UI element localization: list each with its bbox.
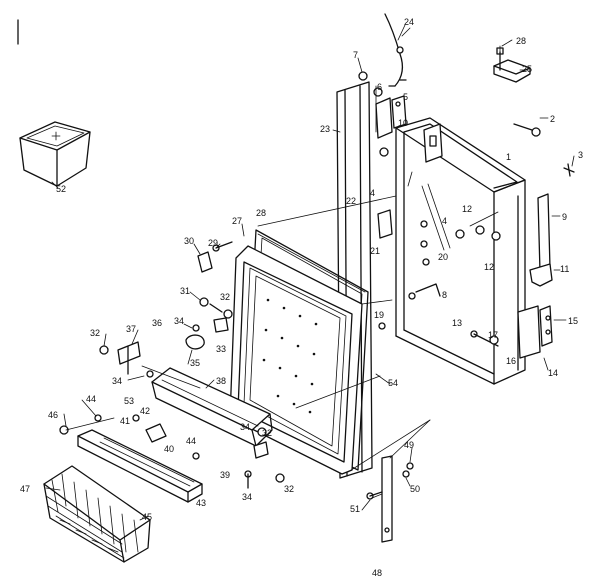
callout-labels: 52 24 7 6 5 28 25 23 10 2 1 3 9 4 4 22 1… <box>20 17 583 578</box>
part-38-door-shelf <box>151 367 273 447</box>
callout-34-door: 34 <box>174 316 184 326</box>
part-52-container <box>19 121 91 187</box>
callout-30: 30 <box>184 236 194 246</box>
callout-51: 51 <box>350 504 360 514</box>
callout-50: 50 <box>410 484 420 494</box>
callout-33: 33 <box>216 344 226 354</box>
callout-11: 11 <box>560 264 569 274</box>
callout-31: 31 <box>180 286 190 296</box>
callout-49: 49 <box>404 440 414 450</box>
callout-44-upper: 44 <box>86 394 96 404</box>
callout-1: 1 <box>506 152 511 162</box>
assembly-lines <box>65 45 501 473</box>
callout-16: 16 <box>506 356 516 366</box>
shelf-hardware <box>94 414 285 489</box>
part-10-latch <box>423 123 443 163</box>
part-47-basket <box>43 465 151 563</box>
callout-32-lower: 32 <box>262 428 272 438</box>
callout-5: 5 <box>403 92 408 102</box>
callout-37: 37 <box>126 324 136 334</box>
callout-9: 9 <box>562 212 567 222</box>
callout-21: 21 <box>370 246 380 256</box>
callout-34-lower: 34 <box>240 422 250 432</box>
callout-25: 25 <box>522 64 532 74</box>
frame-hardware <box>377 147 501 347</box>
callout-32-bottom: 32 <box>284 484 294 494</box>
leader-lines <box>45 24 575 521</box>
part-3-screw <box>563 163 575 177</box>
callout-40: 40 <box>164 444 174 454</box>
callout-10: 10 <box>398 118 408 128</box>
callout-46: 46 <box>48 410 58 420</box>
callout-36: 36 <box>152 318 162 328</box>
callout-42: 42 <box>140 406 150 416</box>
part-9-trim <box>537 193 551 273</box>
callout-6: 6 <box>377 82 382 92</box>
callout-35: 35 <box>190 358 200 368</box>
callout-47: 47 <box>20 484 30 494</box>
callout-28-door: 28 <box>256 208 266 218</box>
part-11-bracket <box>529 263 553 287</box>
callout-45: 45 <box>142 512 152 522</box>
callout-38: 38 <box>216 376 226 386</box>
callout-4-lower: 4 <box>442 216 447 226</box>
callout-3: 3 <box>578 150 583 160</box>
callout-27: 27 <box>232 216 242 226</box>
callout-54: 54 <box>388 378 398 388</box>
callout-24: 24 <box>404 17 414 27</box>
callout-8: 8 <box>442 290 447 300</box>
callout-28-top: 28 <box>516 36 526 46</box>
callout-52: 52 <box>56 184 66 194</box>
door-dimples <box>262 298 318 414</box>
callout-48: 48 <box>372 568 382 578</box>
callout-34-bottom: 34 <box>242 492 252 502</box>
callout-12-upper: 12 <box>462 204 472 214</box>
callout-7: 7 <box>353 50 358 60</box>
callout-19: 19 <box>374 310 384 320</box>
callout-15: 15 <box>568 316 578 326</box>
part-5-bracket <box>375 95 407 139</box>
part-37-bracket <box>99 341 154 378</box>
callout-43: 43 <box>196 498 206 508</box>
callout-22: 22 <box>346 196 356 206</box>
callout-23: 23 <box>320 124 330 134</box>
callout-20: 20 <box>438 252 448 262</box>
callout-14: 14 <box>548 368 558 378</box>
callout-2: 2 <box>550 114 555 124</box>
callout-12-lower: 12 <box>484 262 494 272</box>
callout-17: 17 <box>488 330 498 340</box>
callout-39: 39 <box>220 470 230 480</box>
callout-29: 29 <box>208 238 218 248</box>
part-24-wire <box>384 13 411 87</box>
part-15-hinge <box>517 305 553 359</box>
callout-44-lower: 44 <box>186 436 196 446</box>
part-48-lower-hinge <box>366 455 414 543</box>
callout-13: 13 <box>452 318 462 328</box>
part-2-screw <box>513 123 541 137</box>
callout-32-door: 32 <box>220 292 230 302</box>
callout-53: 53 <box>124 396 134 406</box>
callout-4-upper: 4 <box>370 188 375 198</box>
callout-34-bracket: 34 <box>112 376 122 386</box>
part-43-door-rail <box>59 425 203 503</box>
callout-41: 41 <box>120 416 130 426</box>
callout-32-bracket: 32 <box>90 328 100 338</box>
